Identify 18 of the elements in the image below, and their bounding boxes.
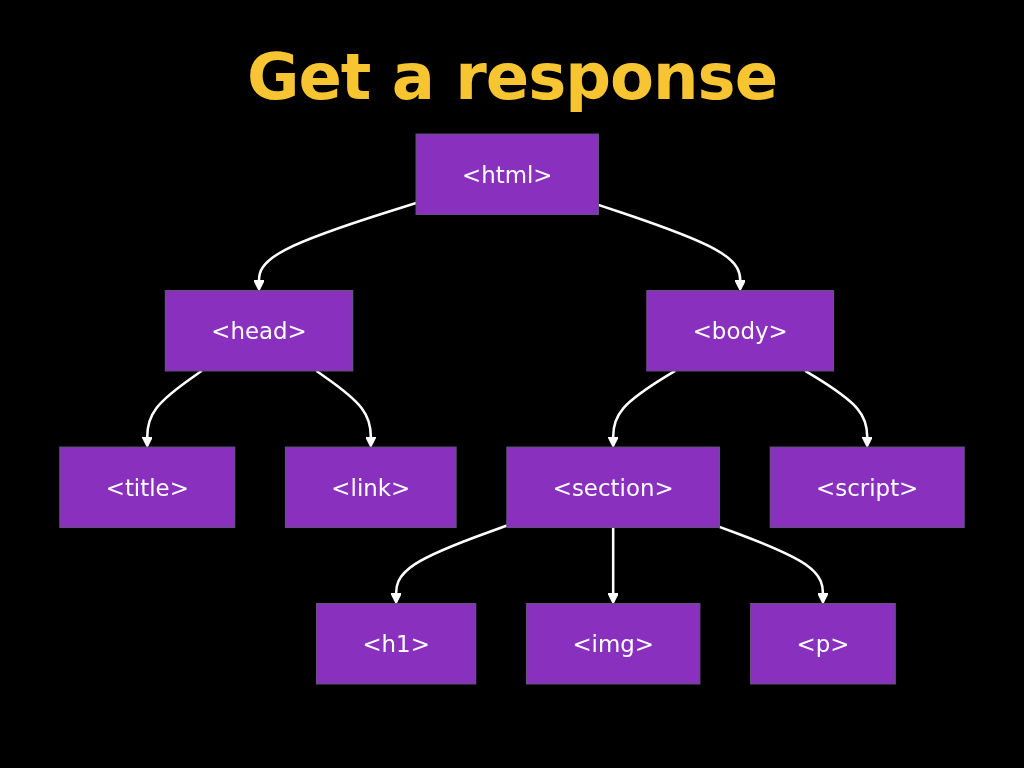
- arrow: [315, 369, 377, 448]
- arrow: [607, 369, 676, 448]
- node-box: <title>: [59, 446, 236, 528]
- node-box: <link>: [284, 446, 457, 528]
- node-box: <img>: [525, 603, 701, 685]
- node-box: <section>: [506, 446, 721, 528]
- arrow: [253, 201, 417, 292]
- node-box: <p>: [750, 603, 896, 685]
- node-box: <script>: [769, 446, 965, 528]
- arrow: [718, 525, 829, 605]
- arrow: [141, 369, 203, 448]
- node-box: <body>: [646, 290, 835, 372]
- arrow: [804, 369, 873, 448]
- node-box: <h1>: [315, 603, 477, 685]
- node-box: <head>: [164, 290, 354, 372]
- title: Get a response: [245, 40, 779, 114]
- arrow: [607, 527, 619, 605]
- node-box: <html>: [415, 133, 599, 215]
